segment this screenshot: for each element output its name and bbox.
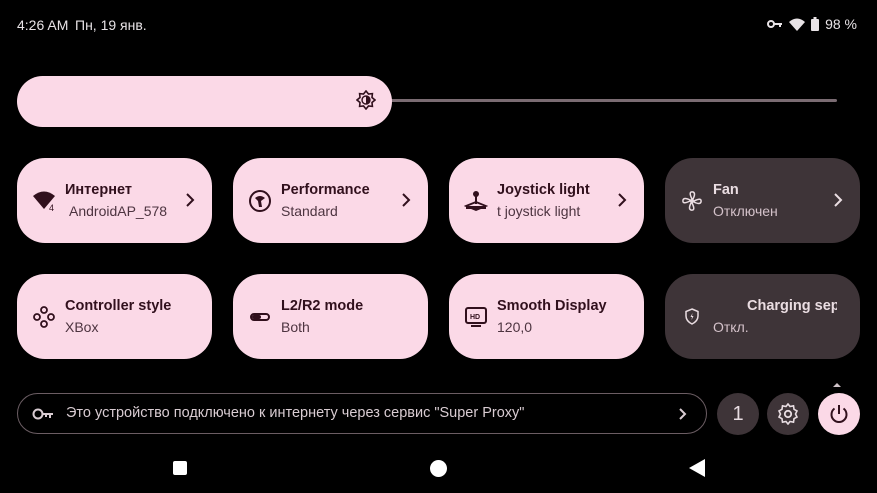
chevron-right-icon <box>832 192 844 208</box>
tile-performance[interactable]: Performance Standard <box>233 158 428 243</box>
tile-controller-style[interactable]: Controller style XBox <box>17 274 212 359</box>
tile-joystick-light[interactable]: Joystick light t joystick light <box>449 158 644 243</box>
power-button[interactable] <box>818 393 860 435</box>
key-icon <box>32 406 54 422</box>
wifi-icon: 4 <box>32 189 56 213</box>
status-time: 4:26 AM <box>17 17 69 33</box>
svg-text:4: 4 <box>49 203 54 213</box>
settings-button[interactable] <box>767 393 809 435</box>
tile-title: Controller style <box>65 298 172 314</box>
tile-fan[interactable]: Fan Отключен <box>665 158 860 243</box>
fan-icon <box>680 189 704 213</box>
recent-apps-button[interactable] <box>173 461 187 475</box>
tile-subtitle: AndroidAP_578 <box>69 203 168 219</box>
hd-display-icon: HD <box>464 305 488 329</box>
status-bar: 4:26 AM Пн, 19 янв. 98 % <box>0 0 877 50</box>
chevron-right-icon <box>400 192 412 208</box>
tile-subtitle: t joystick light <box>497 203 581 219</box>
chevron-right-icon <box>616 192 628 208</box>
tile-title: Интернет <box>65 182 132 198</box>
tile-title: Charging sep <box>747 298 837 314</box>
tile-title: Performance <box>281 182 370 198</box>
tile-subtitle: Отключен <box>713 203 778 219</box>
tile-subtitle: Откл. <box>713 319 749 335</box>
vpn-key-icon <box>767 19 783 29</box>
home-button[interactable] <box>430 460 447 477</box>
wifi-icon <box>789 18 806 31</box>
joystick-icon <box>463 189 489 213</box>
chevron-right-icon <box>184 192 196 208</box>
brightness-slider[interactable] <box>17 76 392 127</box>
brightness-icon <box>355 89 377 111</box>
tile-l2r2-mode[interactable]: L2/R2 mode Both <box>233 274 428 359</box>
status-date: Пн, 19 янв. <box>75 17 147 33</box>
performance-icon <box>248 189 272 213</box>
brightness-track[interactable] <box>380 99 837 102</box>
proxy-notice-text: Это устройство подключено к интернету че… <box>66 405 525 421</box>
battery-icon <box>811 17 820 31</box>
gamepad-icon <box>32 305 56 329</box>
tile-title: Joystick light <box>497 182 590 198</box>
proxy-notice[interactable]: Это устройство подключено к интернету че… <box>17 393 707 434</box>
tile-charging-separation[interactable]: Charging sep Откл. <box>665 274 860 359</box>
back-button[interactable] <box>689 459 705 477</box>
svg-text:HD: HD <box>470 314 480 321</box>
user-switch-button[interactable]: 1 <box>717 393 759 435</box>
chevron-right-icon <box>678 406 688 422</box>
charging-shield-icon <box>680 305 704 329</box>
tile-subtitle: Standard <box>281 203 338 219</box>
tile-subtitle: 120,0 <box>497 319 533 335</box>
tile-title: Smooth Display <box>497 298 607 314</box>
tile-subtitle: XBox <box>65 319 99 335</box>
trigger-icon <box>248 305 272 329</box>
battery-percent: 98 % <box>825 16 857 32</box>
tile-title: L2/R2 mode <box>281 298 364 314</box>
drag-handle-icon <box>833 374 841 387</box>
status-icons: 98 % <box>767 16 857 32</box>
tile-smooth-display[interactable]: HD Smooth Display 120,0 <box>449 274 644 359</box>
tile-internet[interactable]: 4 Интернет AndroidAP_578 <box>17 158 212 243</box>
tile-subtitle: Both <box>281 319 310 335</box>
tile-title: Fan <box>713 182 739 198</box>
